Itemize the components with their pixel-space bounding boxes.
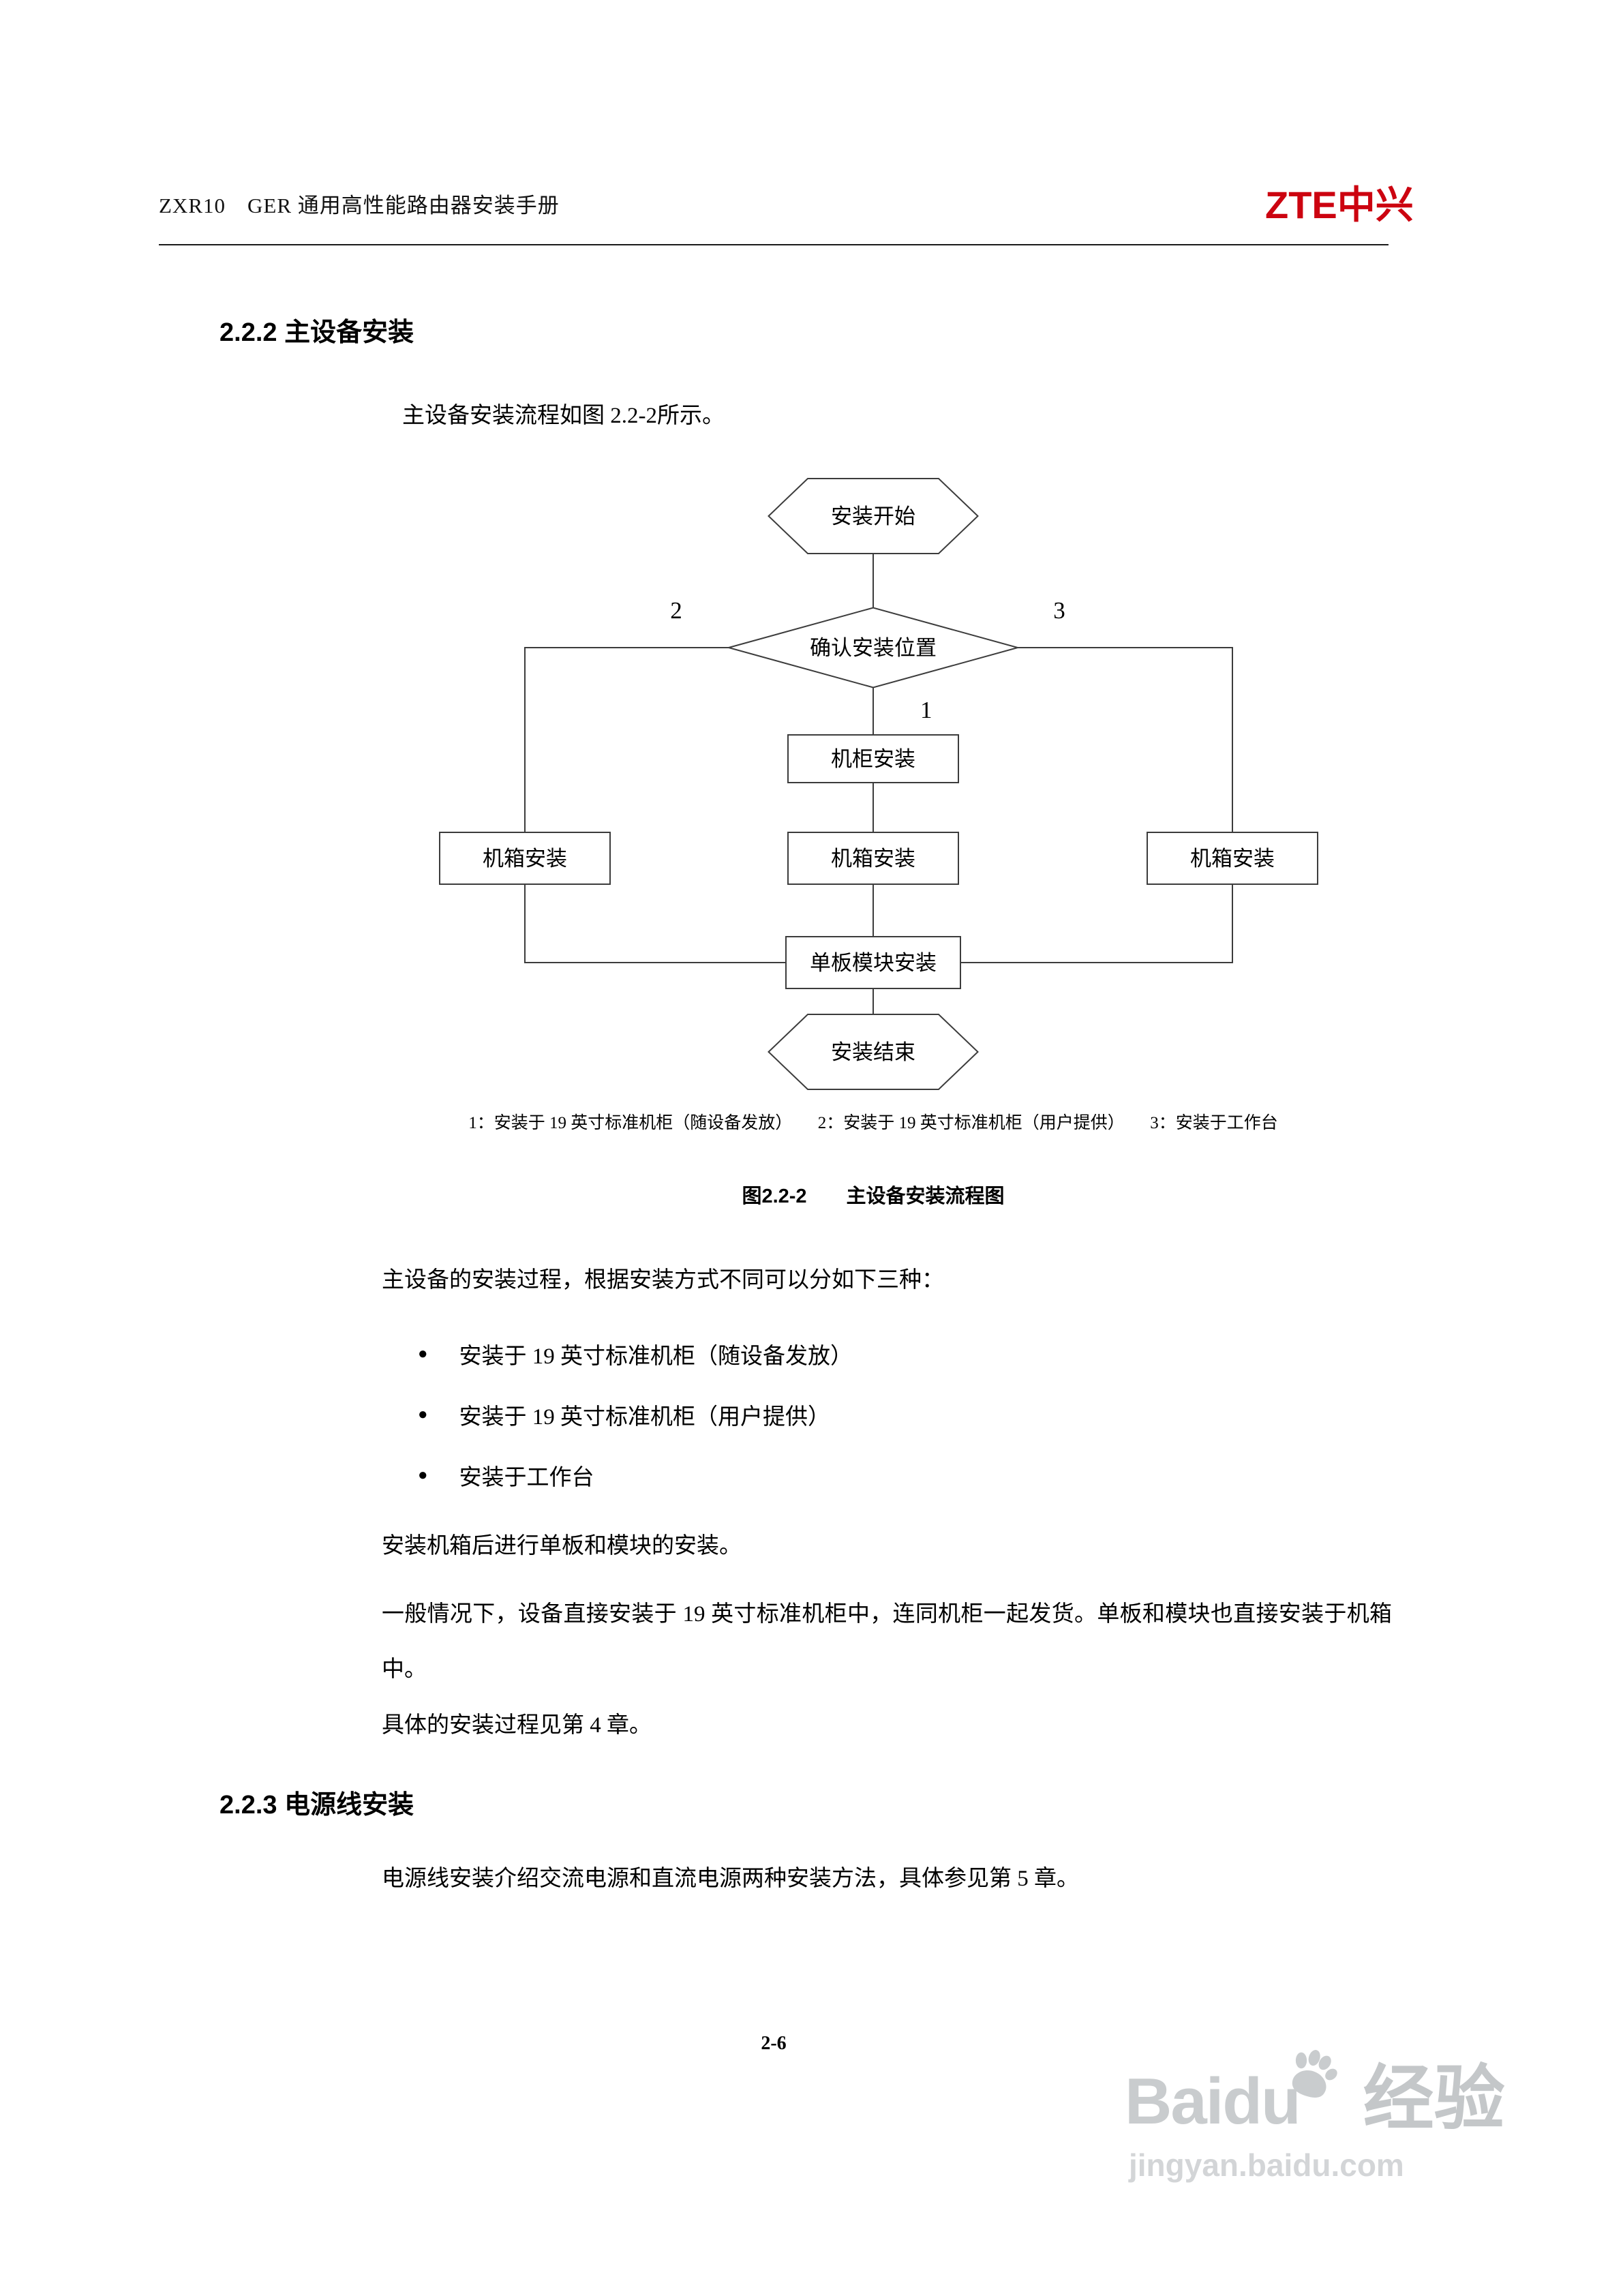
bullet-icon: ● xyxy=(418,1406,428,1423)
list-item: ● 安装于 19 英寸标准机柜（用户提供） xyxy=(418,1398,830,1431)
flowchart-chassis-left-label: 机箱安装 xyxy=(483,847,567,871)
list-item: ● 安装于工作台 xyxy=(418,1459,594,1492)
watermark-brand-row: Baidu 经验 xyxy=(1125,2049,1602,2134)
section-heading-2-2-2: 2.2.2 主设备安装 xyxy=(219,318,414,347)
flowchart-cabinet-label: 机柜安装 xyxy=(831,747,915,771)
flowchart-end-node: 安装结束 xyxy=(768,1014,979,1090)
bullet-icon: ● xyxy=(418,1466,428,1484)
paragraph-see-chapter4: 具体的安装过程见第 4 章。 xyxy=(382,1713,652,1738)
flowchart-chassis-right-node: 机箱安装 xyxy=(1147,832,1318,885)
flowchart-decision-label: 确认安装位置 xyxy=(810,636,937,660)
figure-caption: 图2.2-2 主设备安装流程图 xyxy=(742,1185,1005,1207)
paragraph-install-types: 主设备的安装过程，根据安装方式不同可以分如下三种： xyxy=(382,1268,944,1293)
flowchart-connectors xyxy=(524,554,1233,1014)
list-item: ● 安装于 19 英寸标准机柜（随设备发放） xyxy=(418,1338,853,1370)
watermark-baidu-jingyan: Baidu 经验 jingyan.baidu.com xyxy=(1125,2049,1602,2184)
flowchart-chassis-center-label: 机箱安装 xyxy=(831,847,915,871)
branch-label-2: 2 xyxy=(670,597,682,624)
watermark-jingyan-text: 经验 xyxy=(1343,2059,1505,2139)
bullet-text: 安装于工作台 xyxy=(459,1466,594,1490)
intro-paragraph: 主设备安装流程如图 2.2-2所示。 xyxy=(402,404,725,428)
page-number: 2-6 xyxy=(761,2033,787,2054)
bullet-icon: ● xyxy=(418,1345,428,1363)
flowchart-legend: 1：安装于 19 英寸标准机柜（随设备发放） 2：安装于 19 英寸标准机柜（用… xyxy=(468,1114,1278,1132)
branch-label-1: 1 xyxy=(920,697,932,723)
paragraph-power-cable: 电源线安装介绍交流电源和直流电源两种安装方法，具体参见第 5 章。 xyxy=(382,1867,1079,1891)
installation-flowchart: 安装开始 确认安装位置 2 3 1 机柜安装 机箱安装 机箱安装 机箱安装 xyxy=(439,478,1318,1090)
watermark-baidu-text: Baidu xyxy=(1125,2065,1301,2138)
header-title: ZXR10 GER 通用高性能路由器安装手册 xyxy=(159,194,560,217)
flowchart-cabinet-node: 机柜安装 xyxy=(787,734,959,783)
section-heading-2-2-3: 2.2.3 电源线安装 xyxy=(219,1791,414,1819)
paragraph-general-case: 一般情况下，设备直接安装于 19 英寸标准机柜中，连同机柜一起发货。单板和模块也… xyxy=(382,1602,1392,1682)
flowchart-board-label: 单板模块安装 xyxy=(810,951,937,975)
bullet-text: 安装于 19 英寸标准机柜（用户提供） xyxy=(459,1405,831,1430)
bullet-text: 安装于 19 英寸标准机柜（随设备发放） xyxy=(459,1344,853,1369)
paragraph-after-chassis: 安装机箱后进行单板和模块的安装。 xyxy=(382,1534,742,1558)
flowchart-end-label: 安装结束 xyxy=(831,1040,915,1064)
watermark-url: jingyan.baidu.com xyxy=(1129,2147,1404,2183)
flowchart-decision-node: 确认安装位置 xyxy=(726,607,1020,689)
flowchart-start-label: 安装开始 xyxy=(831,504,915,528)
baidu-paw-icon xyxy=(1292,2050,1337,2098)
flowchart-chassis-left-node: 机箱安装 xyxy=(439,832,611,885)
branch-label-3: 3 xyxy=(1053,597,1065,624)
flowchart-chassis-right-label: 机箱安装 xyxy=(1190,847,1275,871)
flowchart-start-node: 安装开始 xyxy=(768,478,979,554)
zte-logo: ZTE中兴 xyxy=(1265,183,1414,226)
header-divider xyxy=(159,244,1389,245)
flowchart-chassis-center-node: 机箱安装 xyxy=(787,832,959,885)
flowchart-board-node: 单板模块安装 xyxy=(785,936,961,989)
